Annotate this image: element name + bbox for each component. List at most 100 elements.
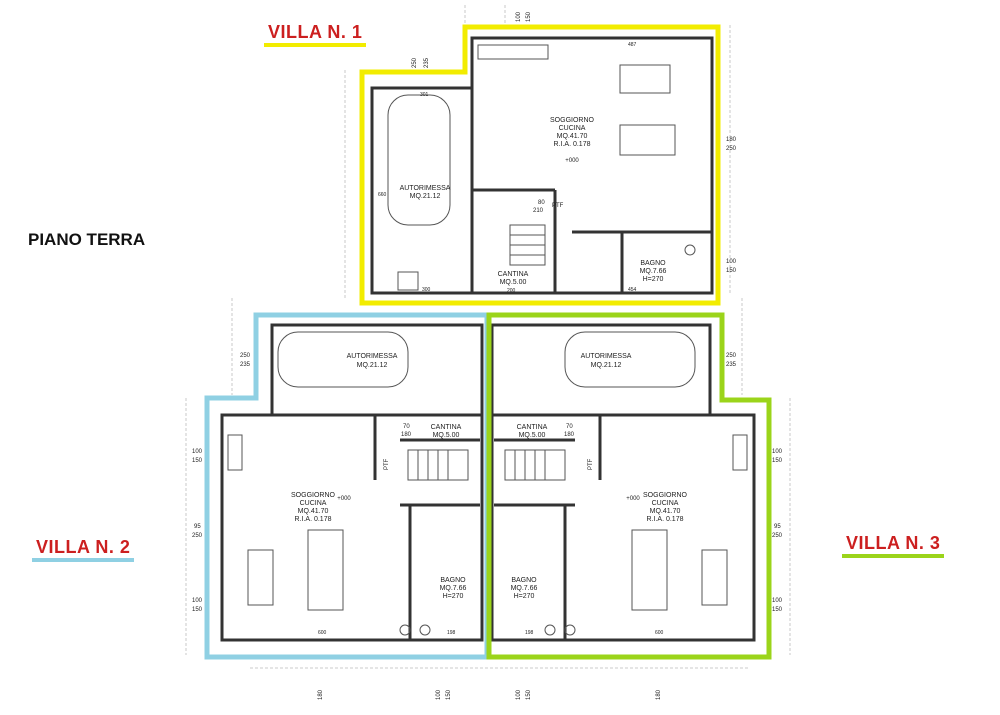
villa-1-garage-name: AUTORIMESSA [400, 185, 451, 192]
dim-95-v3: 95 [774, 524, 781, 530]
dim-660: 660 [378, 192, 387, 198]
dim-180-v3c: 180 [656, 689, 662, 700]
villa-1-label-text: VILLA N. 1 [268, 22, 363, 42]
villa-2-bath-area: MQ.7.66 [440, 585, 467, 592]
villa-3-bath-height: H=270 [514, 593, 535, 600]
villa-2-cellar-area: MQ.5.00 [433, 432, 460, 439]
dining-table-icon [619, 64, 671, 94]
villa-1-walls [370, 36, 714, 295]
dim-210-top: 210 [533, 208, 544, 214]
toilet-icon [684, 244, 696, 256]
villa-2-label: VILLA N. 2 [32, 537, 135, 562]
dim-600-v3: 600 [655, 630, 664, 636]
sofa-icon [631, 529, 668, 611]
dim-70-v3: 70 [566, 424, 573, 430]
boiler-icon [397, 271, 419, 291]
villa-1-bath-name: BAGNO [640, 260, 666, 267]
villa-2-ptf: PTF [384, 458, 390, 470]
villa-1-cellar-name: CANTINA [498, 271, 529, 278]
dim-198-v3: 198 [525, 630, 534, 636]
villa-3-label: VILLA N. 3 [842, 533, 945, 558]
dim-235-v1: 235 [424, 57, 430, 68]
dim-200: 200 [507, 288, 516, 294]
villa-3-living-ria: R.I.A. 0.178 [647, 516, 684, 523]
dim-100-v2c: 100 [436, 689, 442, 700]
dim-600-v2: 600 [318, 630, 327, 636]
dim-250-v2: 250 [240, 353, 251, 359]
dim-487-top: 487 [628, 42, 637, 48]
villa-2-living-area: MQ.41.70 [298, 508, 329, 515]
villa-2-garage-area: MQ.21.12 [357, 362, 388, 369]
toilet-icon [564, 624, 576, 636]
villa-2-living-line2: CUCINA [300, 500, 327, 507]
villa-3-bath-area: MQ.7.66 [511, 585, 538, 592]
villa-3-cellar-area: MQ.5.00 [519, 432, 546, 439]
dim-180-v2c: 180 [318, 689, 324, 700]
dim-80-top: 80 [538, 200, 545, 206]
dim-150-v1r: 150 [726, 268, 737, 274]
villa-3-label-underline [842, 554, 945, 558]
dim-150-v1: 150 [526, 11, 532, 22]
dim-95-v2: 95 [194, 524, 201, 530]
villa-1-living-line2: CUCINA [559, 125, 586, 132]
villa-1-label: VILLA N. 1 [264, 22, 367, 47]
dim-180-v1: 180 [726, 137, 737, 143]
dim-250-v1: 250 [412, 57, 418, 68]
villa-1-living-area: MQ.41.70 [557, 133, 588, 140]
dining-table-icon [247, 549, 274, 606]
villa-3-garage-name: AUTORIMESSA [581, 353, 632, 360]
villa-2-furniture [227, 331, 469, 636]
dim-454-top: 454 [628, 287, 637, 293]
villa-3-cellar-name: CANTINA [517, 424, 548, 431]
dim-198-v2: 198 [447, 630, 456, 636]
dim-250-v2b: 250 [192, 533, 203, 539]
dim-100-v3c: 100 [516, 689, 522, 700]
villa-1-label-underline [264, 43, 367, 47]
villa-1-bath-area: MQ.7.66 [640, 268, 667, 275]
villa-1-ptf: PTF [552, 203, 564, 209]
villa-2-bath-name: BAGNO [440, 577, 466, 584]
dim-150-v3c: 150 [526, 689, 532, 700]
car-icon [387, 94, 451, 226]
villa-3-living-line2: CUCINA [652, 500, 679, 507]
villa-3-walls [490, 323, 756, 642]
villa-3-living-line1: SOGGIORNO [643, 492, 688, 499]
villa-3-living-area: MQ.41.70 [650, 508, 681, 515]
dimension-frame [185, 5, 791, 669]
kitchen-counter-icon [227, 434, 243, 471]
dim-235-v2: 235 [240, 362, 251, 368]
dim-150-v2c: 150 [446, 689, 452, 700]
dim-150-v2b: 150 [192, 607, 203, 613]
dim-100-v2b: 100 [192, 598, 203, 604]
dim-70-v2: 70 [403, 424, 410, 430]
sofa-icon [307, 529, 344, 611]
villa-3-label-text: VILLA N. 3 [846, 533, 941, 553]
villa-2-walls [220, 323, 484, 642]
villa-2-living-line1: SOGGIORNO [291, 492, 336, 499]
villa-3-bath-name: BAGNO [511, 577, 537, 584]
villa-2-label-text: VILLA N. 2 [36, 537, 131, 557]
floor-title: PIANO TERRA [28, 230, 146, 249]
villa-2-bath-height: H=270 [443, 593, 464, 600]
villa-3-garage-area: MQ.21.12 [591, 362, 622, 369]
sofa-icon [619, 124, 676, 156]
dining-table-icon [701, 549, 728, 606]
toilet-icon [399, 624, 411, 636]
toilet-icon [419, 624, 431, 636]
dim-301-top: 301 [420, 92, 429, 98]
villa-1-outline [359, 24, 721, 306]
villa-2-cellar-name: CANTINA [431, 424, 462, 431]
car-icon [564, 331, 696, 388]
dim-235-v3: 235 [726, 362, 737, 368]
dim-100-v3b: 100 [772, 598, 783, 604]
kitchen-counter-icon [477, 44, 549, 60]
dim-250-v3b: 250 [772, 533, 783, 539]
dim-150-v3b: 150 [772, 607, 783, 613]
dim-100-v2a: 100 [192, 449, 203, 455]
villa-1-level: +000 [565, 158, 579, 164]
villa-3-outline [486, 312, 772, 660]
villa-1-furniture [387, 44, 696, 291]
dim-180-v2: 180 [401, 432, 412, 438]
villa-2-living-ria: R.I.A. 0.178 [295, 516, 332, 523]
